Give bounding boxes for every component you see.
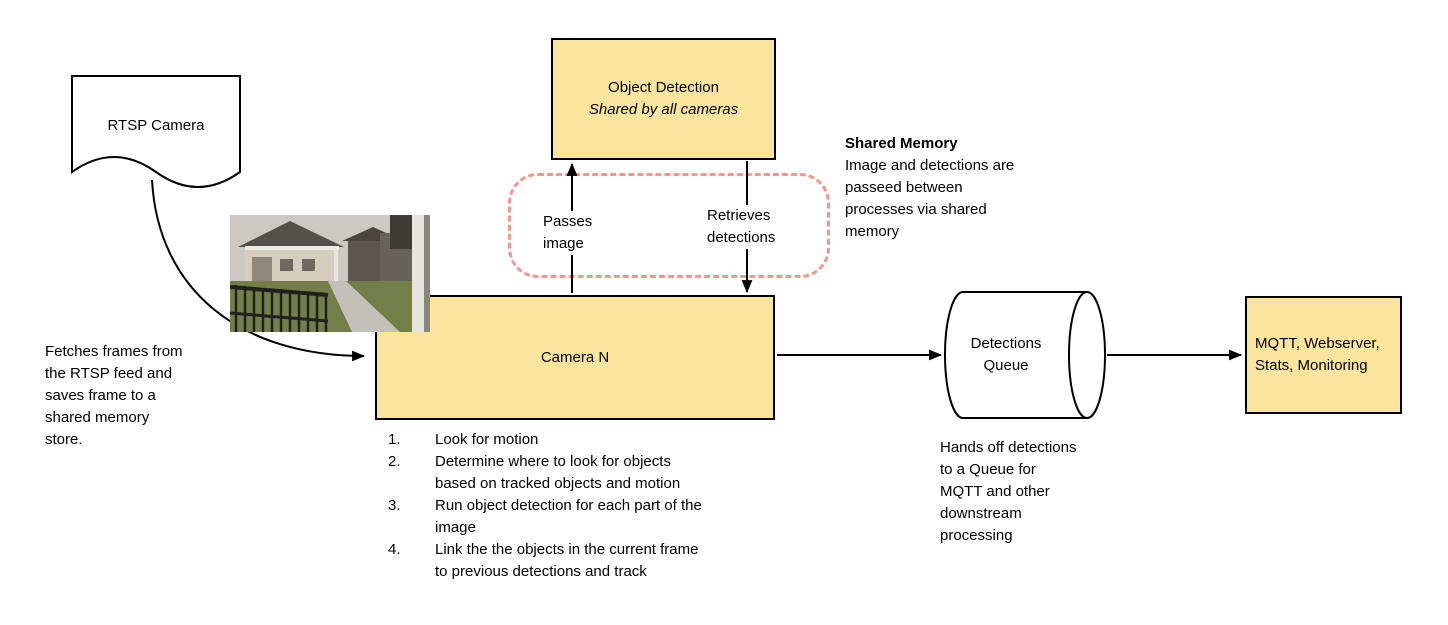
detections-queue-label: Detections Queue — [970, 335, 1042, 374]
snapshot-overhang — [390, 215, 414, 249]
object-detection-title: Object Detection — [608, 79, 719, 96]
snapshot-downspout — [334, 249, 338, 281]
detections-queue-face — [1068, 291, 1106, 419]
object-detection-subtitle: Shared by all cameras — [588, 101, 739, 118]
snapshot-window — [302, 259, 315, 271]
outputs-label: MQTT, Webserver, Stats, Monitoring — [1255, 335, 1380, 374]
snapshot-fascia — [245, 246, 339, 250]
camera-n-label: Camera N — [540, 348, 610, 366]
shared-memory-body: Image and detections are passeed between… — [845, 157, 1015, 240]
shared-memory-title: Shared Memory — [845, 135, 958, 152]
passes-image-label: Passes image — [541, 211, 595, 255]
queue-note: Hands off detections to a Queue for MQTT… — [940, 439, 1077, 544]
camera-step: Link the the objects in the current fram… — [388, 539, 699, 580]
outputs-box: MQTT, Webserver, Stats, Monitoring — [1245, 296, 1402, 414]
snapshot-garage-door — [252, 257, 272, 281]
camera-steps-list: Look for motion Determine where to look … — [385, 429, 805, 583]
camera-step: Look for motion — [388, 429, 539, 451]
fetch-note: Fetches frames from the RTSP feed and sa… — [45, 343, 183, 448]
camera-step: Determine where to look for objects base… — [388, 451, 681, 492]
camera-step: Run object detection for each part of th… — [388, 495, 702, 536]
object-detection-box: Object Detection Shared by all cameras — [551, 38, 776, 160]
retrieves-detections-label: Retrieves detections — [705, 205, 778, 249]
shared-memory-note: Shared Memory Image and detections are p… — [845, 133, 1070, 243]
snapshot-scene — [230, 215, 430, 332]
shared-memory-boundary — [508, 173, 830, 278]
snapshot-porch-post — [412, 215, 424, 332]
snapshot-window — [280, 259, 293, 271]
snapshot-edge — [424, 215, 430, 332]
camera-n-box: Camera N — [375, 295, 775, 420]
rtsp-camera-label: RTSP Camera — [107, 117, 205, 134]
camera-snapshot-image — [230, 215, 430, 332]
